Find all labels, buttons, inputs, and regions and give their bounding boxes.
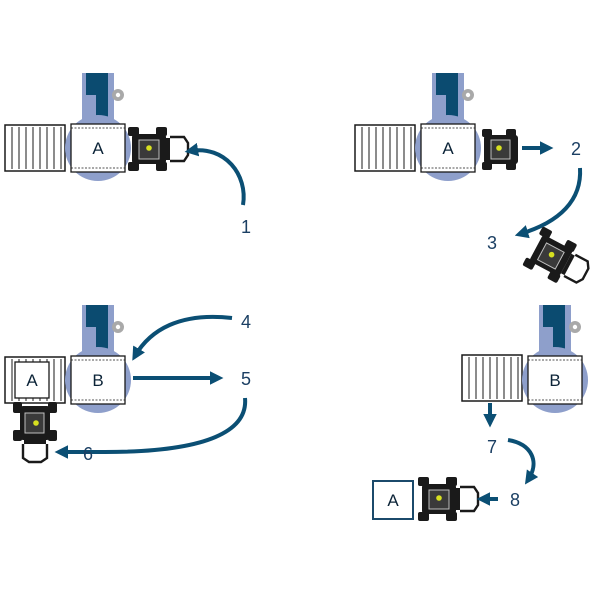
panel-top-right: A 2 3 <box>354 72 598 295</box>
box-label-a: A <box>387 491 399 510</box>
step-label-3: 3 <box>487 233 497 253</box>
pallet-rack-icon <box>4 124 66 172</box>
box-label-b: B <box>92 371 103 390</box>
box-label-a: A <box>442 139 454 158</box>
forklift-icon <box>482 129 518 170</box>
step-label-6: 6 <box>83 444 93 464</box>
step-label-8: 8 <box>510 490 520 510</box>
box-label-a: A <box>26 371 38 390</box>
box-label-b: B <box>549 371 560 390</box>
panel-top-left: A 1 <box>4 72 251 237</box>
curved-arrow-icon <box>514 167 583 239</box>
panel-bottom-right: B 7 A 8 <box>372 304 589 523</box>
turntable-machine-icon <box>521 304 589 414</box>
step-label-5: 5 <box>241 369 251 389</box>
forklift-icon <box>126 125 190 173</box>
turntable-machine-icon <box>414 72 482 182</box>
pallet-rack-icon <box>354 124 416 172</box>
pallet-box-a <box>372 480 414 520</box>
forklift-icon <box>521 225 598 295</box>
step-label-7: 7 <box>487 437 497 457</box>
curved-arrow-icon <box>184 142 246 206</box>
panel-bottom-left: A B 4 5 6 <box>4 304 251 464</box>
curved-arrow-icon <box>54 397 248 459</box>
step-label-4: 4 <box>241 312 251 332</box>
curved-arrow-icon <box>507 438 539 485</box>
step-label-2: 2 <box>571 139 581 159</box>
forklift-icon <box>416 475 480 523</box>
pallet-rack-icon <box>461 354 523 402</box>
forklift-icon <box>11 400 59 464</box>
pallet-rack-icon <box>4 356 66 404</box>
box-label-a: A <box>92 139 104 158</box>
turntable-machine-icon <box>64 304 132 414</box>
curved-arrow-icon <box>132 314 233 361</box>
turntable-machine-icon <box>64 72 132 182</box>
step-label-1: 1 <box>241 217 251 237</box>
